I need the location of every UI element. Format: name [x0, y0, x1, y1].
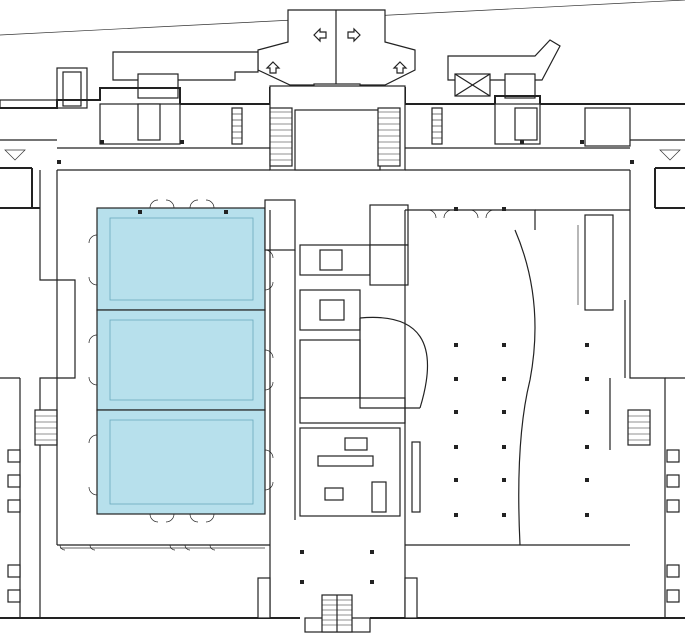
west-lobby: [56, 170, 270, 549]
oval-lobby: [359, 316, 429, 409]
east-wing: [609, 170, 680, 618]
service-core: [264, 199, 421, 540]
room-3[interactable]: [96, 409, 266, 515]
stair-icon: [377, 107, 401, 167]
east-hall: [405, 209, 630, 546]
room-doors: [88, 199, 274, 523]
top-entrance-canopy: [257, 9, 416, 93]
stair-icon: [269, 107, 293, 167]
upper-left-wing: [0, 51, 259, 109]
stair-icon: [231, 107, 443, 145]
west-wing: [7, 170, 76, 618]
arrow-left-icon: [313, 27, 327, 43]
room-2[interactable]: [96, 309, 266, 411]
columns: [57, 140, 634, 584]
arrow-up-icon: [265, 61, 281, 74]
lobby-doors: [59, 209, 495, 551]
north-corridor: [0, 103, 685, 171]
south-entrance: [257, 540, 418, 633]
room-1[interactable]: [96, 207, 266, 311]
arrow-right-icon: [347, 27, 361, 43]
upper-right-wing: [447, 39, 561, 99]
arrow-up-icon: [392, 61, 408, 74]
